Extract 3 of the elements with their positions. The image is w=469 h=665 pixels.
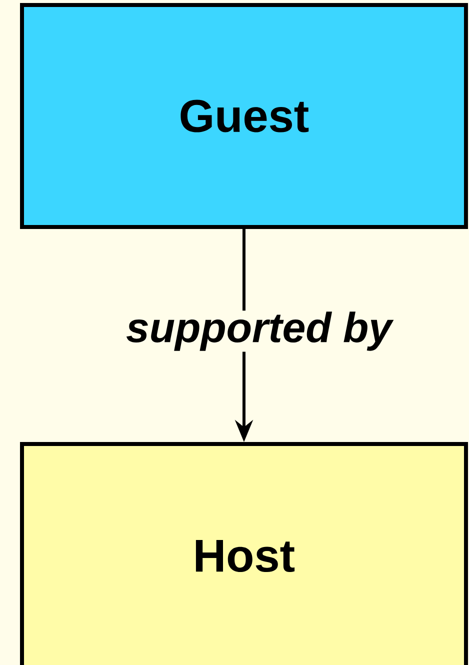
edge-label: supported by: [125, 310, 394, 352]
process-box: Host: [20, 442, 468, 665]
process-box: Guest: [20, 3, 468, 229]
